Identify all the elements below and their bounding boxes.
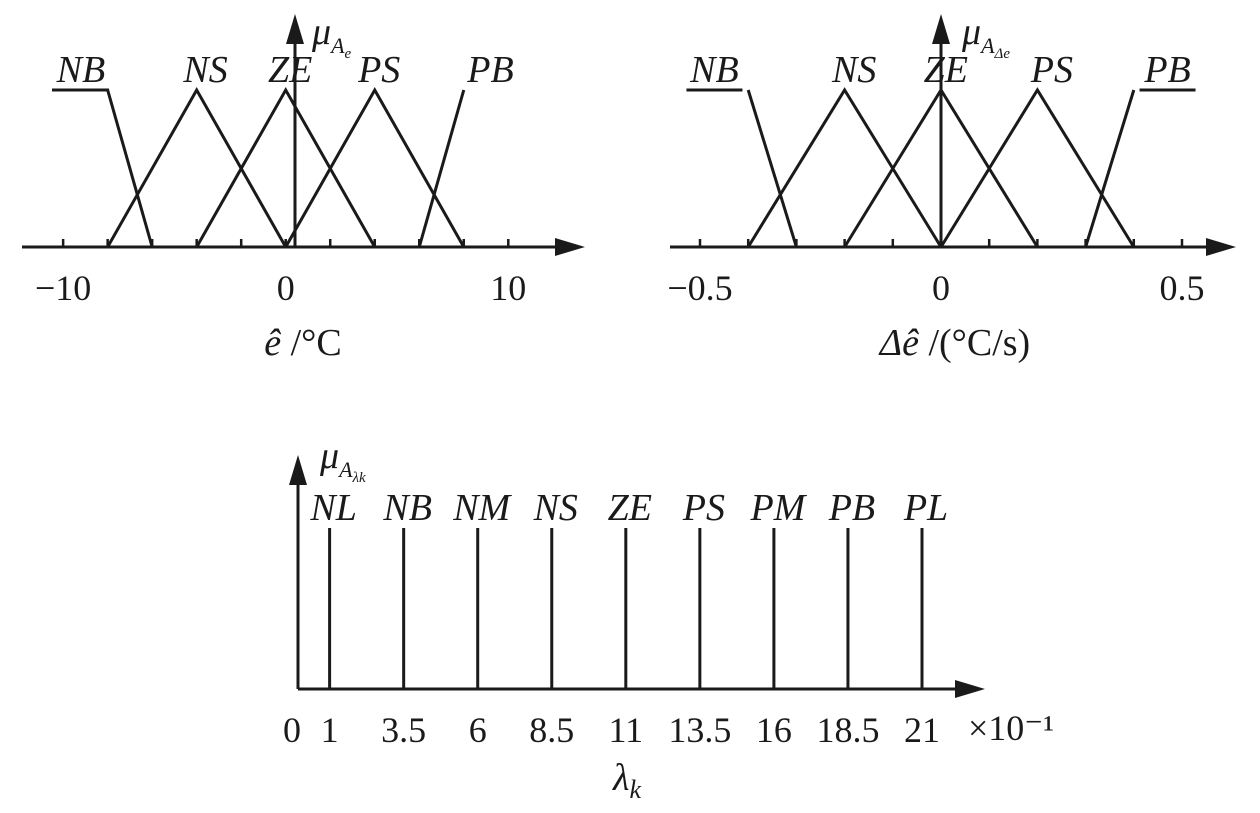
error-mf-ze xyxy=(195,86,377,248)
error-y-axis-label-sub: A xyxy=(329,33,345,58)
lambda-x-tick-label: 13.5 xyxy=(668,710,731,750)
error-rate-mf-label-ze: ZE xyxy=(924,49,968,91)
lambda-x-tick-label: 3.5 xyxy=(381,710,426,750)
error-mf-label-pb: PB xyxy=(466,49,513,91)
error-rate-y-axis-label: μAΔe xyxy=(961,11,1010,62)
error-x-axis-arrow xyxy=(555,238,585,256)
error-rate-mf-ze xyxy=(843,87,1039,248)
error-rate-x-tick-label: 0 xyxy=(932,268,950,308)
lambda-mf-label-ps: PS xyxy=(682,487,725,529)
lambda-y-axis-arrow xyxy=(289,455,307,485)
lambda-mf-label-pm: PM xyxy=(749,487,807,529)
lambda-x-tick-label: 11 xyxy=(608,710,643,750)
error-rate-x-axis-title-unit: /(°C/s) xyxy=(919,322,1030,364)
lambda-x-tick-label: 21 xyxy=(904,710,940,750)
lambda-mf-label-nm: NM xyxy=(452,487,512,529)
error-rate-x-tick-label: −0.5 xyxy=(667,268,732,308)
lambda-x-multiplier: ×10⁻¹ xyxy=(968,708,1054,748)
lambda-x-axis-title: λk xyxy=(612,757,641,804)
error-rate-y-axis-label-sub: A xyxy=(979,33,995,58)
error-x-axis-title-unit: /°C xyxy=(281,322,342,364)
lambda-x-axis-title-sub: k xyxy=(629,775,641,804)
lambda-x-tick-label: 1 xyxy=(321,710,339,750)
error-mf-label-ns: NS xyxy=(182,49,227,91)
error-mf-label-ps: PS xyxy=(357,49,400,91)
lambda-mf-label-nl: NL xyxy=(309,487,356,529)
error-rate-mf-label-ns: NS xyxy=(831,49,876,91)
error-rate-y-axis-label-mu: μ xyxy=(961,11,981,53)
error-rate-y-axis-label-subsub: Δe xyxy=(994,46,1011,62)
lambda-mf-label-ze: ZE xyxy=(608,487,652,529)
error-mf-label-ze: ZE xyxy=(268,49,312,91)
lambda-mf-label-pb: PB xyxy=(828,487,875,529)
lambda-x-tick-label: 18.5 xyxy=(816,710,879,750)
error-y-axis-arrow xyxy=(286,14,304,44)
error-mf-nb xyxy=(52,88,154,248)
error-rate-mf-label-ps: PS xyxy=(1030,49,1073,91)
error-rate-mf-label-nb: NB xyxy=(689,49,739,91)
lambda-y-axis-label-subsub: λk xyxy=(352,470,366,486)
lambda-x-tick-label: 6 xyxy=(469,710,487,750)
error-y-axis-label: μAe xyxy=(311,11,352,62)
error-x-tick-label: 10 xyxy=(490,268,526,308)
lambda-x-tick-label: 16 xyxy=(756,710,792,750)
lambda-y-axis-label: μAλk xyxy=(319,435,366,486)
error-rate-x-tick-label: 0.5 xyxy=(1160,268,1205,308)
lambda-mf-label-ns: NS xyxy=(533,487,578,529)
error-y-axis-label-subsub: e xyxy=(345,46,352,62)
error-x-axis-title-symbol: ê xyxy=(264,322,281,364)
error-mf-ps xyxy=(284,86,466,248)
error-rate-mf-pb xyxy=(1084,89,1136,248)
lambda-x-tick-label: 0 xyxy=(283,710,301,750)
error-rate-mf-ns xyxy=(746,87,943,248)
error-chart: −10 0 10 NB NS ZE PS PB μAe ê /°C xyxy=(22,11,585,364)
error-x-tick-label: 0 xyxy=(277,268,295,308)
lambda-mf-label-pl: PL xyxy=(903,487,948,529)
error-rate-mf-label-pb: PB xyxy=(1143,49,1190,91)
lambda-y-axis-label-mu: μ xyxy=(319,435,339,477)
error-x-tick-label: −10 xyxy=(35,268,91,308)
error-rate-y-axis-arrow xyxy=(932,14,950,44)
error-rate-mf-nb xyxy=(746,89,798,248)
error-y-axis-label-mu: μ xyxy=(311,11,331,53)
error-mf-ns xyxy=(106,86,288,248)
error-rate-x-axis-title-symbol: Δê xyxy=(878,322,919,364)
error-rate-x-axis-arrow xyxy=(1206,238,1236,256)
lambda-mf-label-nb: NB xyxy=(382,487,432,529)
lambda-y-axis-label-sub: A xyxy=(337,457,353,482)
lambda-x-axis-arrow xyxy=(955,680,985,698)
error-rate-x-axis-title: Δê /(°C/s) xyxy=(878,322,1030,364)
lambda-x-axis-title-symbol: λ xyxy=(612,757,629,799)
error-x-axis-title: ê /°C xyxy=(264,322,341,364)
lambda-x-tick-label: 8.5 xyxy=(529,710,574,750)
error-mf-pb xyxy=(417,89,466,248)
error-rate-mf-ps xyxy=(939,87,1136,248)
error-mf-label-nb: NB xyxy=(56,49,106,91)
